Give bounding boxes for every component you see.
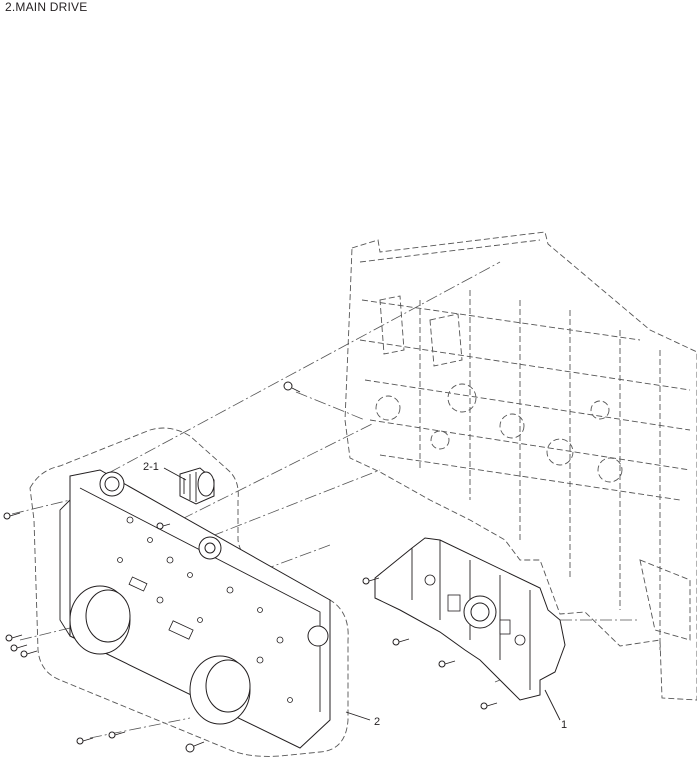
drive-unit-1	[374, 537, 566, 701]
screw-icon	[5, 634, 23, 642]
callout-1: 1	[561, 719, 567, 731]
screw-icon	[392, 638, 410, 646]
screw-icon	[76, 737, 94, 745]
screw-icon	[362, 577, 380, 585]
screw-icon	[283, 381, 301, 393]
screw-icon	[185, 741, 205, 753]
screw-icon	[108, 731, 126, 739]
screw-icon	[480, 702, 498, 710]
printer-frame-phantom	[344, 231, 697, 701]
leader-lines	[163, 467, 561, 721]
screws	[3, 381, 498, 753]
screw-icon	[10, 644, 28, 652]
page-title: 2.MAIN DRIVE	[5, 0, 88, 14]
main-drive-assembly	[59, 469, 331, 749]
gear-2-1	[179, 467, 215, 505]
callout-2-1: 2-1	[143, 461, 159, 473]
callout-2: 2	[374, 716, 380, 728]
screw-icon	[3, 512, 21, 520]
screw-icon	[156, 522, 171, 530]
screw-icon	[20, 650, 38, 658]
screw-icon	[438, 660, 456, 668]
